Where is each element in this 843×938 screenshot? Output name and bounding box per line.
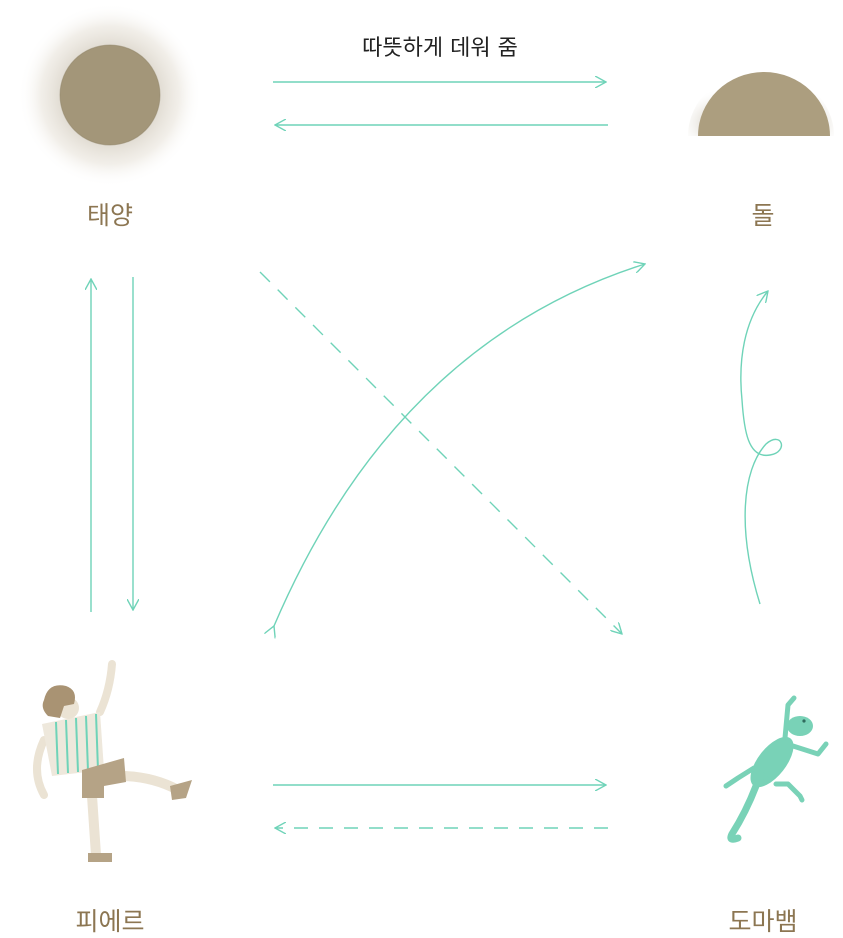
stone-illustration xyxy=(688,70,834,136)
node-label-sun: 태양 xyxy=(30,196,190,232)
arrow-lizard-to-stone-loop xyxy=(741,291,782,604)
lizard-illustration xyxy=(726,698,826,839)
sun-illustration xyxy=(18,3,202,187)
warming-caption: 따뜻하게 데워 줌 xyxy=(290,30,590,62)
pierre-illustration xyxy=(37,664,192,862)
node-label-stone: 돌 xyxy=(683,196,843,232)
arrow-sun-to-lizard-dashed xyxy=(260,272,622,634)
arrow-pierre-stone-curve xyxy=(274,264,645,626)
node-label-pierre: 피에르 xyxy=(30,902,190,938)
node-label-lizard: 도마뱀 xyxy=(683,902,843,938)
